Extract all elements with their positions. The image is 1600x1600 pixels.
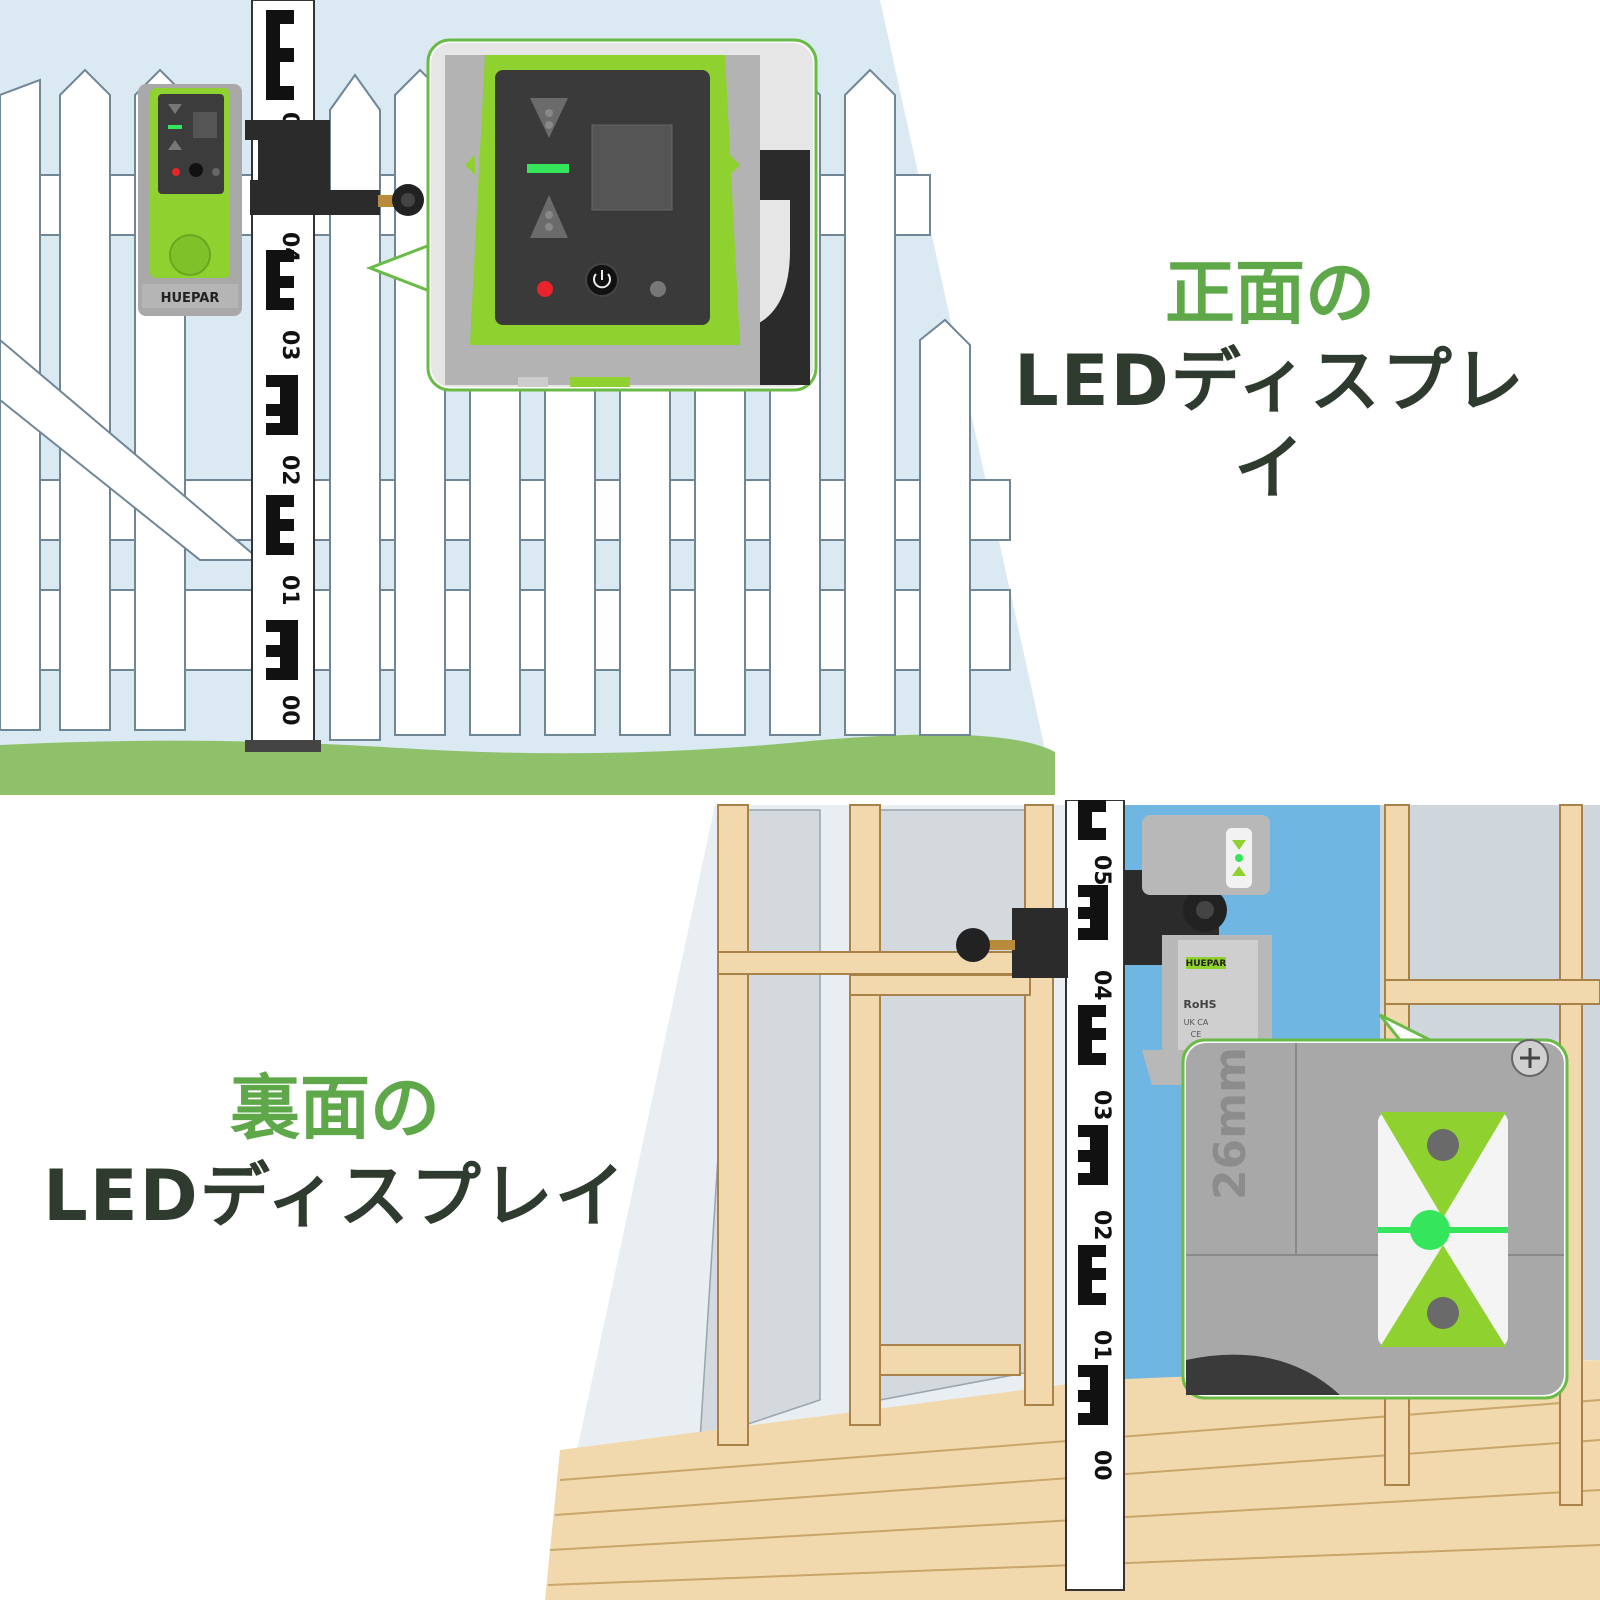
rod-label: 04 xyxy=(277,232,302,263)
front-display-zoom-callout xyxy=(365,38,818,392)
front-display-panel: 05 04 03 02 01 00 xyxy=(0,0,1550,795)
knob-icon xyxy=(956,928,990,962)
rod-label: 01 xyxy=(277,575,302,606)
knob-icon xyxy=(392,184,424,216)
power-icon xyxy=(585,263,619,297)
device-brand-label: HUEPAR xyxy=(161,291,220,306)
offset-label: 26mm xyxy=(1205,1047,1256,1200)
caption-title: 正面の xyxy=(1165,252,1375,334)
caption-subtitle: LEDディスプレイ xyxy=(43,1154,627,1237)
back-display-zoom-callout: 26mm xyxy=(1181,1013,1569,1400)
rod-label: 00 xyxy=(1089,1450,1114,1481)
ce-mark: CE xyxy=(1191,1030,1202,1039)
screw-icon xyxy=(1511,1039,1549,1077)
leveling-rod: 05 04 03 02 01 00 xyxy=(1065,800,1125,1591)
rod-label: 04 xyxy=(1089,970,1114,1001)
rod-label: 05 xyxy=(1089,855,1114,886)
ukca-mark: UK CA xyxy=(1184,1018,1209,1027)
leveling-rod: 05 04 03 02 01 00 xyxy=(245,0,321,752)
rod-label: 02 xyxy=(277,455,302,486)
rod-label: 00 xyxy=(277,695,302,726)
rod-clamp xyxy=(245,120,424,216)
caption-title: 裏面の xyxy=(230,1067,440,1149)
rod-label: 03 xyxy=(1089,1090,1114,1121)
front-scene-illustration: 05 04 03 02 01 00 xyxy=(0,0,1055,795)
wood-studs xyxy=(717,804,1600,1506)
red-led-indicator xyxy=(537,281,553,297)
level-led-indicator xyxy=(1410,1210,1450,1250)
caption-subtitle: LEDディスプレイ xyxy=(1014,339,1526,510)
laser-receiver-front: HUEPAR xyxy=(138,84,242,316)
rod-label: 01 xyxy=(1089,1330,1114,1361)
knob-icon xyxy=(1183,888,1227,932)
level-led-indicator xyxy=(527,164,569,173)
front-display-caption: 正面の LEDディスプレイ xyxy=(990,250,1550,513)
back-display-panel: 05 04 03 02 01 00 xyxy=(0,800,1600,1600)
triangle-down-icon xyxy=(530,98,568,138)
back-scene-illustration: 05 04 03 02 01 00 xyxy=(545,800,1600,1600)
device-brand-label: HUEPAR xyxy=(1186,959,1227,969)
back-display-caption: 裏面の LEDディスプレイ xyxy=(40,1065,630,1240)
rod-label: 03 xyxy=(277,330,302,361)
gray-led-indicator xyxy=(650,281,666,297)
rod-label: 02 xyxy=(1089,1210,1114,1241)
triangle-down-icon xyxy=(1380,1112,1506,1218)
triangle-up-icon xyxy=(1380,1245,1506,1347)
triangle-up-icon xyxy=(530,195,568,238)
rohs-mark: RoHS xyxy=(1183,998,1216,1011)
